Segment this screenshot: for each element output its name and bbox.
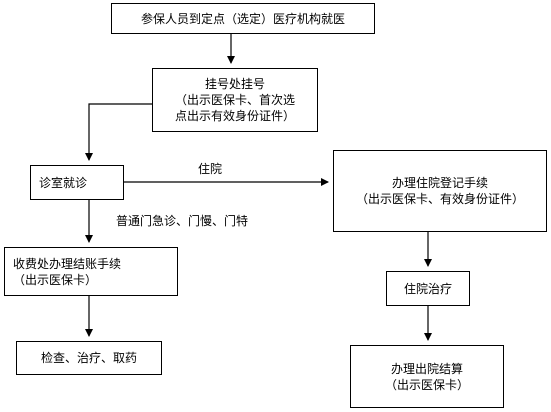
- node-register: 挂号处挂号 （出示医保卡、首次选 点出示有效身份证件）: [152, 68, 318, 132]
- node-start: 参保人员到定点（选定）医疗机构就医: [111, 3, 375, 34]
- node-register-note-1: （出示医保卡、首次选: [174, 93, 295, 107]
- node-exam-text: 检查、治疗、取药: [40, 351, 137, 365]
- node-treatment-text: 住院治疗: [403, 281, 452, 296]
- node-register-note-2: 点出示有效身份证件）: [174, 109, 295, 123]
- node-discharge-note: （出示医保卡）: [384, 377, 469, 392]
- node-admission-note: （出示医保卡、有效身份证件）: [355, 192, 524, 206]
- node-exam: 检查、治疗、取药: [16, 341, 162, 375]
- node-admission-title: 办理住院登记手续: [391, 176, 488, 190]
- node-register-title: 挂号处挂号: [204, 77, 265, 91]
- node-billing-title: 收费处办理结账手续: [13, 256, 122, 271]
- arrow-register-to-clinic: [85, 103, 152, 161]
- node-treatment: 住院治疗: [386, 271, 470, 306]
- node-billing: 收费处办理结账手续 （出示医保卡）: [4, 247, 178, 296]
- edge-label-inpatient: 住院: [198, 162, 223, 176]
- node-discharge: 办理出院结算 （出示医保卡）: [350, 345, 504, 408]
- node-billing-note: （出示医保卡）: [13, 272, 98, 287]
- node-clinic-text: 诊室就诊: [39, 175, 88, 190]
- node-admission: 办理住院登记手续 （出示医保卡、有效身份证件）: [333, 150, 547, 232]
- node-discharge-title: 办理出院结算: [390, 361, 463, 376]
- node-start-text: 参保人员到定点（选定）医疗机构就医: [140, 11, 345, 26]
- edge-label-outpatient: 普通门急诊、门慢、门特: [116, 214, 249, 228]
- node-clinic: 诊室就诊: [30, 165, 124, 200]
